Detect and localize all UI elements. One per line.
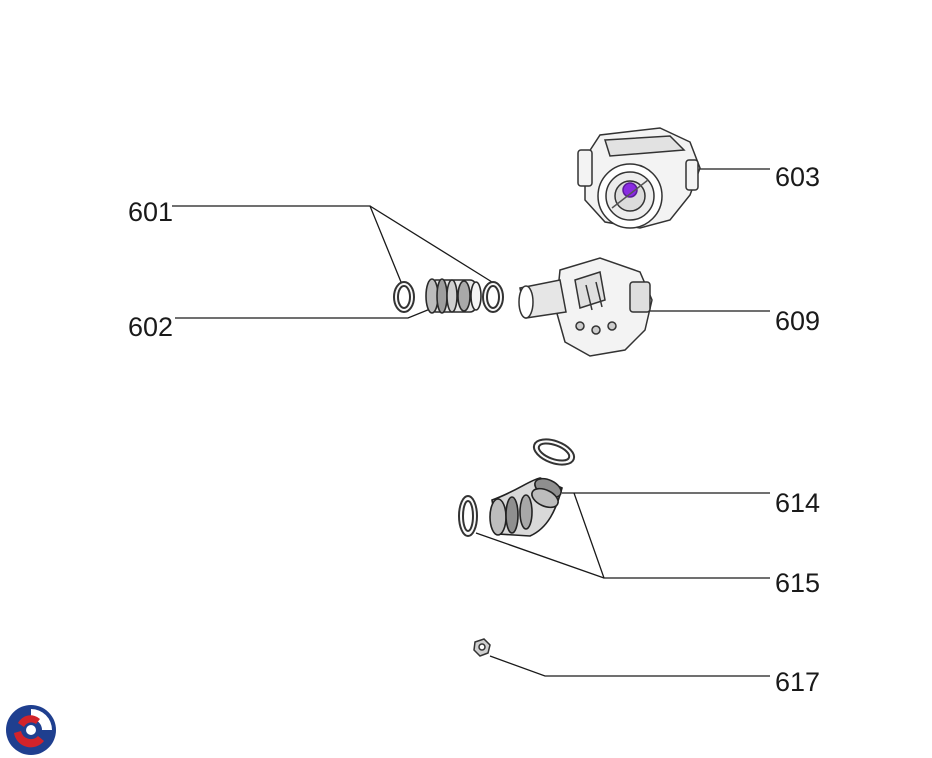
part-number-601: 601 bbox=[128, 197, 174, 227]
part-number-603: 603 bbox=[775, 162, 821, 192]
part-number-609: 609 bbox=[775, 306, 821, 336]
leader-615-b bbox=[475, 532, 605, 579]
part-602-coupling bbox=[425, 278, 482, 314]
leader-601-a bbox=[172, 205, 402, 283]
part-number-602: 602 bbox=[128, 312, 174, 342]
part-614-hose-bend bbox=[489, 477, 563, 537]
leader-617 bbox=[489, 655, 770, 677]
brand-logo-icon bbox=[6, 705, 56, 755]
part-number-615: 615 bbox=[775, 568, 821, 598]
part-615-clamp-top bbox=[532, 438, 576, 466]
part-609-heat-pump bbox=[518, 257, 653, 357]
part-number-617: 617 bbox=[775, 667, 821, 697]
part-615-clamp-left bbox=[458, 495, 478, 537]
part-number-614: 614 bbox=[775, 488, 821, 518]
part-601-clamp-right bbox=[482, 281, 504, 313]
part-617-nut bbox=[473, 638, 491, 657]
leader-615 bbox=[573, 492, 770, 579]
part-601-clamp-left bbox=[393, 281, 415, 313]
part-603-pump bbox=[577, 127, 701, 229]
leader-lines bbox=[172, 168, 770, 677]
leader-601-b bbox=[369, 205, 493, 283]
